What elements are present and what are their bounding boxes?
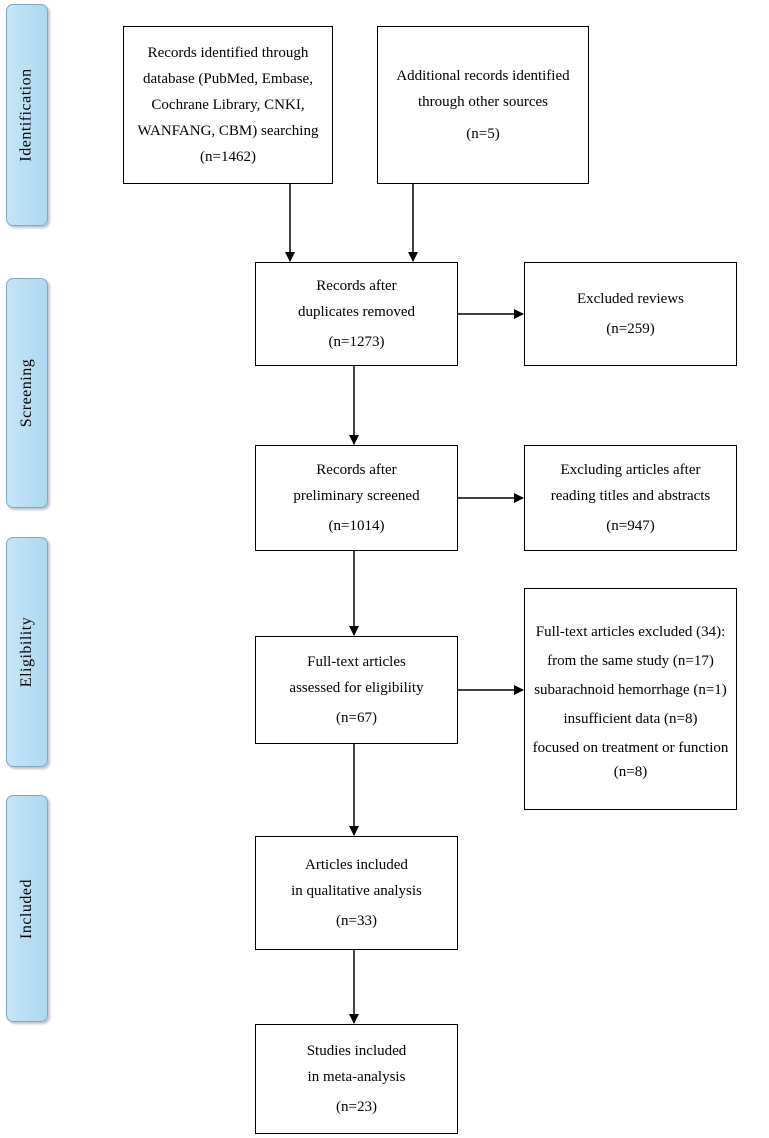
- box-count: (n=67): [336, 710, 377, 726]
- box-full-text-excluded: Full-text articles excluded (34): from t…: [524, 588, 737, 810]
- box-line: in qualitative analysis: [291, 883, 422, 899]
- box-line: Studies included: [306, 1043, 407, 1059]
- box-line: Additional records identified: [396, 68, 570, 84]
- box-line: Full-text articles excluded (34):: [535, 623, 726, 640]
- box-line: through other sources: [418, 94, 548, 110]
- box-count: (n=8): [613, 763, 648, 780]
- box-full-text-assessed: Full-text articles assessed for eligibil…: [255, 636, 458, 744]
- box-count: (n=23): [336, 1099, 377, 1115]
- box-line: Excluded reviews: [576, 291, 685, 307]
- box-duplicates-removed: Records after duplicates removed (n=1273…: [255, 262, 458, 366]
- box-count: (n=33): [336, 913, 377, 929]
- phase-identification: Identification: [6, 4, 48, 226]
- box-line: database (PubMed, Embase,: [143, 71, 313, 87]
- box-line: reading titles and abstracts: [550, 488, 711, 504]
- box-line: focused on treatment or function: [532, 739, 729, 756]
- box-line: Articles included: [305, 857, 408, 873]
- box-count: (n=1273): [328, 334, 385, 350]
- box-line: Excluding articles after: [560, 462, 701, 478]
- box-line: insufficient data (n=8): [563, 710, 698, 727]
- box-line: in meta-analysis: [307, 1069, 406, 1085]
- box-line: subarachnoid hemorrhage (n=1): [534, 681, 727, 698]
- box-count: (n=947): [606, 518, 655, 534]
- box-other-sources: Additional records identified through ot…: [377, 26, 589, 184]
- box-line: from the same study (n=17): [547, 652, 714, 669]
- box-line: Records identified through: [147, 45, 309, 61]
- box-excluded-reviews: Excluded reviews (n=259): [524, 262, 737, 366]
- box-line: Records after: [316, 278, 397, 294]
- box-database-records: Records identified through database (Pub…: [123, 26, 333, 184]
- box-line: WANFANG, CBM) searching: [137, 123, 319, 139]
- box-count: (n=1014): [328, 518, 385, 534]
- phase-screening: Screening: [6, 278, 48, 508]
- box-excluded-titles-abstracts: Excluding articles after reading titles …: [524, 445, 737, 551]
- box-count: (n=259): [606, 321, 655, 337]
- box-line: Records after: [316, 462, 397, 478]
- box-meta-analysis: Studies included in meta-analysis (n=23): [255, 1024, 458, 1134]
- box-qualitative-analysis: Articles included in qualitative analysi…: [255, 836, 458, 950]
- box-line: Cochrane Library, CNKI,: [151, 97, 305, 113]
- phase-included: Included: [6, 795, 48, 1022]
- box-line: duplicates removed: [297, 304, 416, 320]
- box-count: (n=5): [466, 126, 500, 142]
- box-count: (n=1462): [200, 149, 256, 165]
- phase-eligibility: Eligibility: [6, 537, 48, 767]
- box-line: Full-text articles: [307, 654, 406, 670]
- box-preliminary-screened: Records after preliminary screened (n=10…: [255, 445, 458, 551]
- box-line: preliminary screened: [293, 488, 420, 504]
- box-line: assessed for eligibility: [289, 680, 424, 696]
